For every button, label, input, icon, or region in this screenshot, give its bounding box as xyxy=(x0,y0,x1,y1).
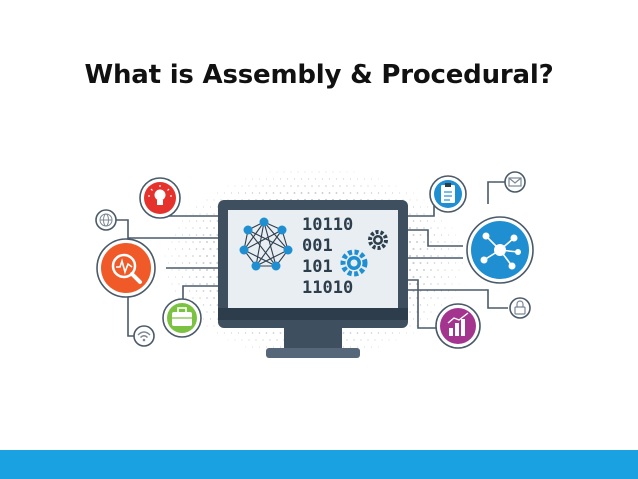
lightbulb-icon xyxy=(139,177,181,219)
clipboard-icon xyxy=(429,175,467,213)
binary-line-3: 101 xyxy=(302,257,333,277)
binary-line-4: 11010 xyxy=(302,278,353,298)
analytics-search-icon xyxy=(96,238,156,298)
computer-illustration: 10110 001 101 11010 xyxy=(95,171,534,358)
gears-icon xyxy=(340,230,388,277)
lock-icon xyxy=(509,297,531,319)
chart-icon xyxy=(435,303,481,349)
wifi-icon xyxy=(133,325,155,347)
accent-bar xyxy=(0,450,638,479)
mail-icon xyxy=(504,171,526,193)
neural-network-nodes xyxy=(239,217,293,271)
globe-icon xyxy=(95,209,117,231)
binary-line-2: 001 xyxy=(302,236,333,256)
slide-title: What is Assembly & Procedural? xyxy=(84,60,554,90)
network-hub-icon xyxy=(466,216,534,284)
briefcase-icon xyxy=(162,298,202,338)
binary-line-1: 10110 xyxy=(302,215,353,235)
